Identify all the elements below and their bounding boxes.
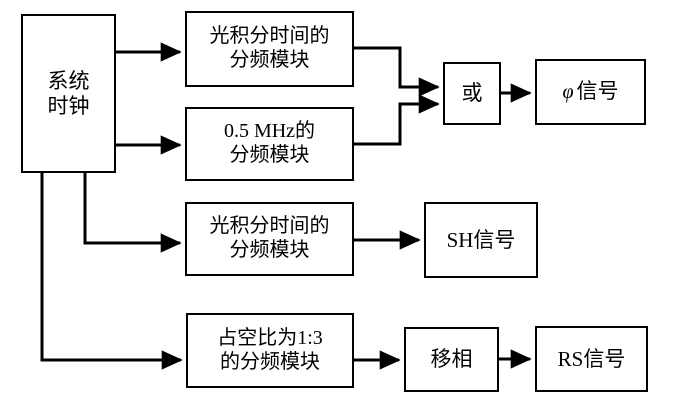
block-rs-signal[interactable]: RS信号 [535,326,648,392]
block-sh-signal-label: SH信号 [446,227,516,252]
phi-symbol: φ [562,81,574,104]
block-sh-signal[interactable]: SH信号 [424,202,538,278]
block-phase-shift-label: 移相 [430,347,473,372]
block-half-mhz-divider-label: 0.5 MHz的 分频模块 [223,120,316,166]
block-duty-cycle-divider[interactable]: 占空比为1:3 的分频模块 [186,313,354,388]
block-system-clock[interactable]: 系统 时钟 [21,14,116,173]
wire-clock-to-module3 [83,173,182,253]
block-duty-cycle-divider-label: 占空比为1:3 的分频模块 [217,326,323,373]
wire-clock-to-module4 [40,173,183,370]
block-phi-signal-label: 信号 [576,79,619,104]
block-or-gate-label: 或 [461,81,483,106]
block-system-clock-label: 系统 时钟 [47,68,90,118]
block-integration-time-divider-2-label: 光积分时间的 分频模块 [209,215,330,261]
block-integration-time-divider-2[interactable]: 光积分时间的 分频模块 [185,202,354,276]
block-half-mhz-divider[interactable]: 0.5 MHz的 分频模块 [185,107,354,181]
block-integration-time-divider-1[interactable]: 光积分时间的 分频模块 [185,11,354,87]
block-phase-shift[interactable]: 移相 [404,327,499,392]
wire-module1-to-or [354,46,440,97]
wire-module2-to-or [354,94,440,146]
block-rs-signal-label: RS信号 [557,346,626,371]
block-integration-time-divider-1-label: 光积分时间的 分频模块 [209,25,330,71]
block-or-gate[interactable]: 或 [443,62,501,125]
